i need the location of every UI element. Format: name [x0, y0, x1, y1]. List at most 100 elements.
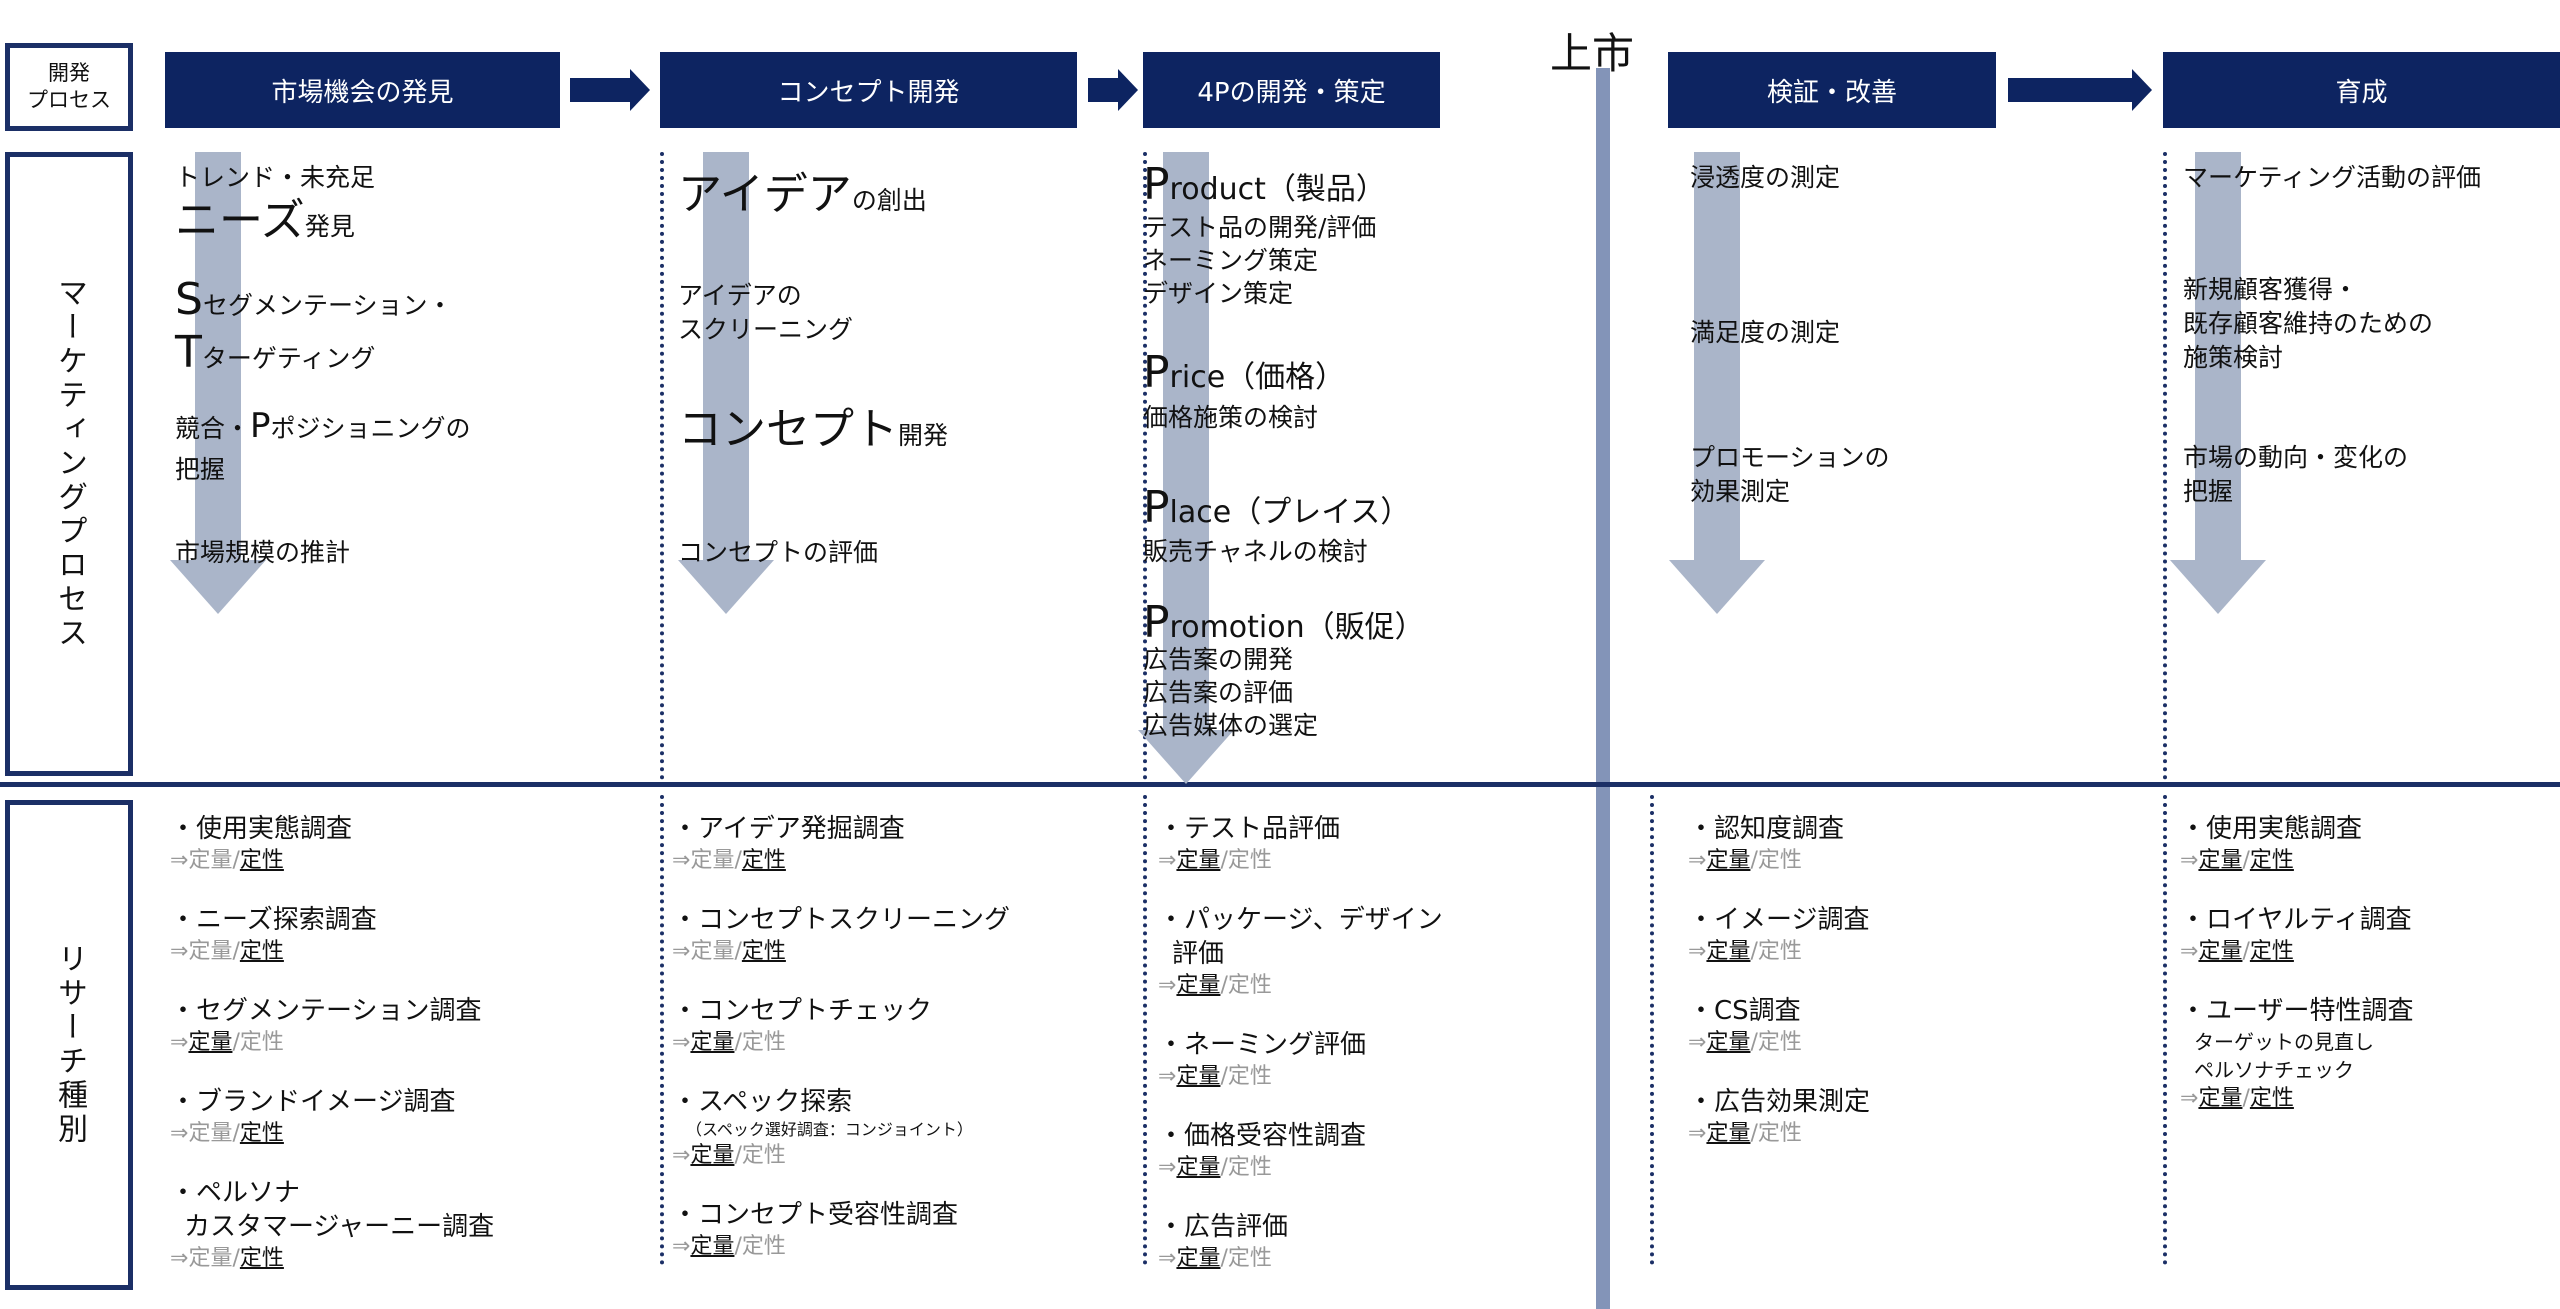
- mkt-text: デザイン策定: [1143, 279, 1294, 308]
- mkt-text: 把握: [175, 455, 226, 484]
- slash: /: [1750, 1030, 1758, 1055]
- arrow-icon: ⇒: [672, 848, 691, 873]
- research-method: ⇒定量/定性: [170, 846, 494, 876]
- research-column: ・使用実態調査⇒定量/定性・ロイヤルティ調査⇒定量/定性・ユーザー特性調査ターゲ…: [2180, 812, 2413, 1141]
- launch-divider: [1596, 68, 1610, 1309]
- quantitative-label: 定量: [188, 848, 233, 873]
- research-title: ・ペルソナ: [170, 1178, 301, 1208]
- research-method: ⇒定量/定性: [1688, 846, 1870, 876]
- quantitative-label: 定量: [690, 1030, 735, 1055]
- slash: /: [734, 1234, 742, 1259]
- research-title: ・使用実態調査: [2180, 814, 2363, 844]
- research-title: ・ニーズ探索調査: [170, 905, 377, 935]
- arrow-icon: ⇒: [1688, 939, 1707, 964]
- qualitative-label: 定性: [741, 939, 786, 964]
- qualitative-label: 定性: [1757, 1121, 1802, 1146]
- research-title: ・使用実態調査: [170, 814, 353, 844]
- arrow-icon: ⇒: [2180, 939, 2199, 964]
- arrow-icon: ⇒: [1158, 1246, 1177, 1271]
- column-divider: [2163, 795, 2167, 1265]
- arrow-icon: ⇒: [1158, 848, 1177, 873]
- mkt-text: 施策検討: [2183, 343, 2284, 372]
- quantitative-label: 定量: [690, 848, 735, 873]
- arrow-icon: ⇒: [1688, 1121, 1707, 1146]
- research-item: ・セグメンテーション調査⇒定量/定性: [170, 994, 494, 1058]
- research-method: ⇒定量/定性: [672, 1232, 1010, 1262]
- research-item: ・アイデア発掘調査⇒定量/定性: [672, 812, 1010, 876]
- slash: /: [1220, 1064, 1228, 1089]
- slash: /: [2242, 1086, 2250, 1111]
- qualitative-label: 定性: [239, 848, 284, 873]
- qualitative-label: 定性: [1227, 848, 1272, 873]
- mkt-text: 浸透度の測定: [1690, 163, 1841, 192]
- mkt-text: 新規顧客獲得・: [2183, 275, 2359, 304]
- research-item: ・ブランドイメージ調査⇒定量/定性: [170, 1085, 494, 1149]
- qualitative-label: 定性: [1227, 973, 1272, 998]
- research-item: ・ユーザー特性調査ターゲットの見直しペルソナチェック⇒定量/定性: [2180, 994, 2413, 1114]
- slash: /: [1750, 848, 1758, 873]
- research-title: ・ブランドイメージ調査: [170, 1087, 456, 1117]
- phase-concept-development: コンセプト開発: [660, 52, 1077, 128]
- research-note: カスタマージャーニー調査: [184, 1212, 495, 1242]
- research-title: ・ロイヤルティ調査: [2180, 905, 2412, 935]
- research-item: ・イメージ調査⇒定量/定性: [1688, 903, 1870, 967]
- quantitative-label: 定量: [2198, 848, 2243, 873]
- research-method: ⇒定量/定性: [1158, 1062, 1443, 1092]
- research-item: ・コンセプト受容性調査⇒定量/定性: [672, 1198, 1010, 1262]
- research-method: ⇒定量/定性: [170, 1119, 494, 1149]
- arrow-icon: ⇒: [1688, 848, 1707, 873]
- research-item: ・ペルソナカスタマージャーニー調査⇒定量/定性: [170, 1176, 494, 1274]
- research-item: ・コンセプトスクリーニング⇒定量/定性: [672, 903, 1010, 967]
- qualitative-label: 定性: [1757, 939, 1802, 964]
- quantitative-label: 定量: [1176, 1155, 1221, 1180]
- arrow-icon: ⇒: [672, 1234, 691, 1259]
- slash: /: [734, 848, 742, 873]
- research-item: ・パッケージ、デザイン評価⇒定量/定性: [1158, 903, 1443, 1001]
- research-title: ・コンセプト受容性調査: [672, 1200, 959, 1230]
- column-divider: [1650, 795, 1654, 1265]
- research-method: ⇒定量/定性: [1158, 846, 1443, 876]
- qualitative-label: 定性: [741, 1030, 786, 1055]
- mkt-text: 競合・Pポジショニングの: [175, 406, 471, 446]
- qualitative-label: 定性: [2249, 939, 2294, 964]
- mkt-text: ニーズ発見: [175, 195, 355, 246]
- arrow-icon: ⇒: [672, 939, 691, 964]
- research-note: 評価: [1172, 939, 1225, 969]
- mkt-text: 広告案の評価: [1143, 678, 1294, 707]
- qualitative-label: 定性: [2249, 848, 2294, 873]
- mkt-text: Price（価格）: [1143, 347, 1346, 398]
- mkt-text: 既存顧客維持のための: [2183, 309, 2434, 338]
- mkt-text: テスト品の開発/評価: [1143, 213, 1377, 242]
- research-column: ・アイデア発掘調査⇒定量/定性・コンセプトスクリーニング⇒定量/定性・コンセプト…: [672, 812, 1010, 1289]
- mkt-text: 満足度の測定: [1690, 318, 1841, 347]
- phase-nurturing: 育成: [2163, 52, 2560, 128]
- qualitative-label: 定性: [2249, 1086, 2294, 1111]
- research-method: ⇒定量/定性: [672, 1028, 1010, 1058]
- mkt-text: 把握: [2183, 477, 2234, 506]
- slash: /: [232, 939, 240, 964]
- quantitative-label: 定量: [1176, 1064, 1221, 1089]
- research-title: ・価格受容性調査: [1158, 1121, 1367, 1151]
- research-title: ・ユーザー特性調査: [2180, 996, 2414, 1026]
- qualitative-label: 定性: [239, 1246, 284, 1271]
- mkt-text: プロモーションの: [1690, 443, 1890, 472]
- slash: /: [1220, 1155, 1228, 1180]
- mkt-text: Sセグメンテーション・: [175, 274, 453, 325]
- research-item: ・認知度調査⇒定量/定性: [1688, 812, 1870, 876]
- mkt-text: Place（プレイス）: [1143, 482, 1411, 533]
- arrow-icon: ⇒: [2180, 848, 2199, 873]
- mkt-text: トレンド・未充足: [175, 163, 376, 192]
- marketing-process-label: マーケティングプロセス: [5, 152, 133, 776]
- dev-process-label: 開発 プロセス: [5, 43, 133, 131]
- research-method: ⇒定量/定性: [672, 1141, 1010, 1171]
- qualitative-label: 定性: [1227, 1246, 1272, 1271]
- dev-process-text: 開発 プロセス: [27, 61, 111, 112]
- research-item: ・テスト品評価⇒定量/定性: [1158, 812, 1443, 876]
- research-item: ・CS調査⇒定量/定性: [1688, 994, 1870, 1058]
- mkt-text: アイデアの: [678, 281, 802, 310]
- arrow-icon: ⇒: [170, 939, 189, 964]
- research-note: ペルソナチェック: [2194, 1058, 2354, 1082]
- quantitative-label: 定量: [1706, 1121, 1751, 1146]
- research-item: ・使用実態調査⇒定量/定性: [170, 812, 494, 876]
- quantitative-label: 定量: [188, 939, 233, 964]
